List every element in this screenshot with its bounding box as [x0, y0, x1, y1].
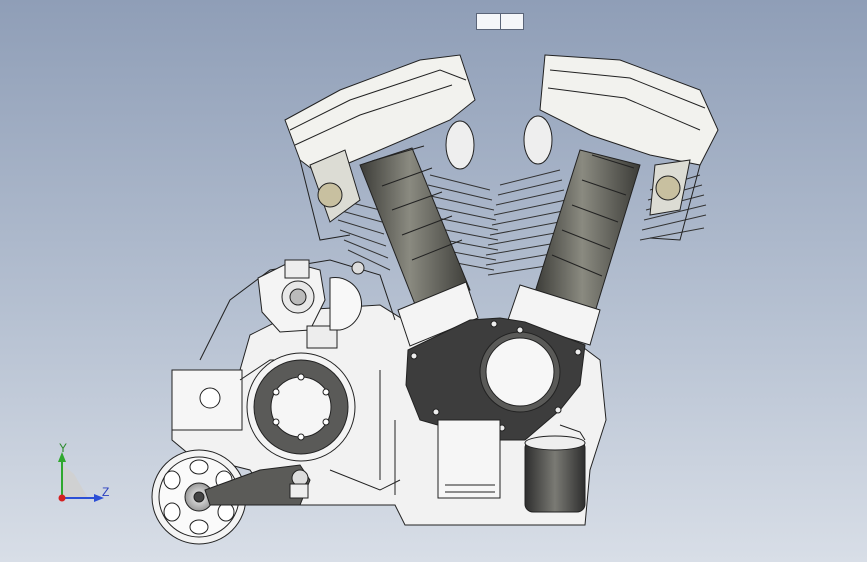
view-toolbar[interactable] — [476, 13, 524, 30]
coordinate-triad: Y Z — [58, 441, 109, 502]
rear-cylinder-head[interactable] — [523, 54, 719, 241]
cam-cover[interactable] — [405, 317, 586, 441]
cylinder-base-rings — [397, 281, 601, 347]
front-cylinder-head[interactable] — [284, 54, 476, 241]
cam-gear[interactable] — [246, 352, 356, 462]
front-cylinder-fins — [337, 174, 499, 271]
view-orientation-icon[interactable] — [477, 14, 501, 29]
drive-pulley[interactable] — [151, 449, 247, 545]
base-bracket — [437, 419, 501, 499]
axis-y-label: Y — [59, 441, 67, 455]
front-cylinder[interactable] — [359, 145, 471, 313]
oil-filter[interactable] — [524, 424, 586, 513]
accessory-housing[interactable] — [257, 259, 365, 349]
tensioner-arm[interactable] — [204, 464, 311, 506]
axis-z-label: Z — [102, 485, 109, 499]
display-style-icon[interactable] — [501, 14, 524, 29]
rear-cylinder[interactable] — [534, 149, 641, 313]
